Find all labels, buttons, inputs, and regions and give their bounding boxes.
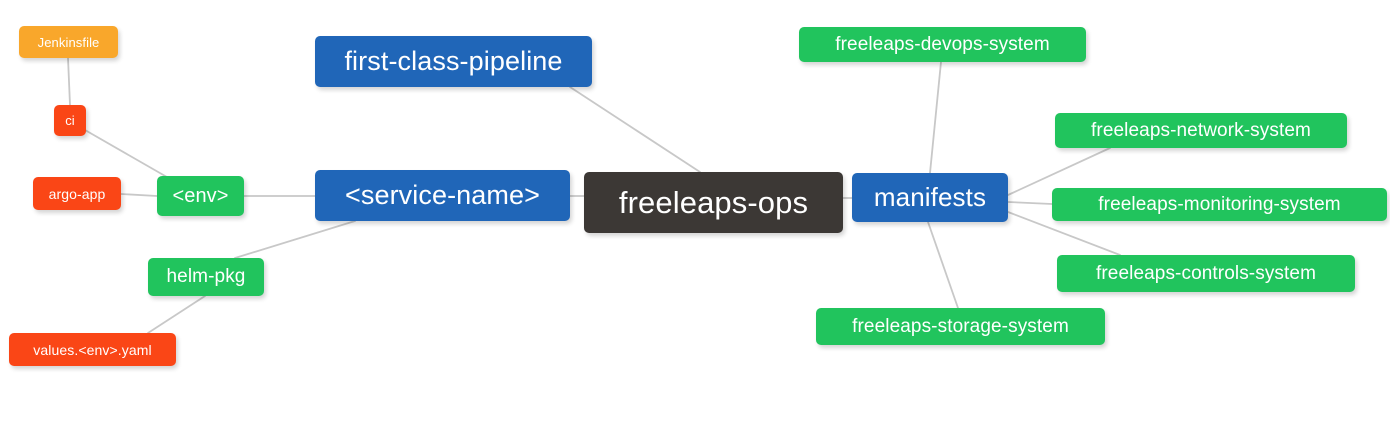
node-devops-system[interactable]: freeleaps-devops-system: [799, 27, 1086, 62]
node-manifests[interactable]: manifests: [852, 173, 1008, 222]
edge-manifests-to-monitoring-system: [1007, 201, 1053, 205]
edge-argo-app-to-env: [120, 193, 158, 197]
node-first-class-pipeline[interactable]: first-class-pipeline: [315, 36, 592, 87]
edge-first-class-pipeline-to-freeleaps-ops: [569, 86, 701, 173]
node-jenkinsfile[interactable]: Jenkinsfile: [19, 26, 118, 58]
node-ci[interactable]: ci: [54, 105, 86, 136]
node-argo-app[interactable]: argo-app: [33, 177, 121, 210]
node-env[interactable]: <env>: [157, 176, 244, 216]
node-freeleaps-ops[interactable]: freeleaps-ops: [584, 172, 843, 233]
edge-values-yaml-to-helm-pkg: [147, 295, 206, 334]
node-values-yaml[interactable]: values.<env>.yaml: [9, 333, 176, 366]
node-monitoring-system[interactable]: freeleaps-monitoring-system: [1052, 188, 1387, 221]
edge-helm-pkg-to-service-name: [234, 220, 356, 259]
node-network-system[interactable]: freeleaps-network-system: [1055, 113, 1347, 148]
node-helm-pkg[interactable]: helm-pkg: [148, 258, 264, 296]
node-storage-system[interactable]: freeleaps-storage-system: [816, 308, 1105, 345]
edge-jenkinsfile-to-ci: [67, 57, 71, 106]
node-controls-system[interactable]: freeleaps-controls-system: [1057, 255, 1355, 292]
node-service-name[interactable]: <service-name>: [315, 170, 570, 221]
edge-manifests-to-storage-system: [927, 221, 959, 309]
edge-manifests-to-devops-system: [929, 61, 942, 174]
